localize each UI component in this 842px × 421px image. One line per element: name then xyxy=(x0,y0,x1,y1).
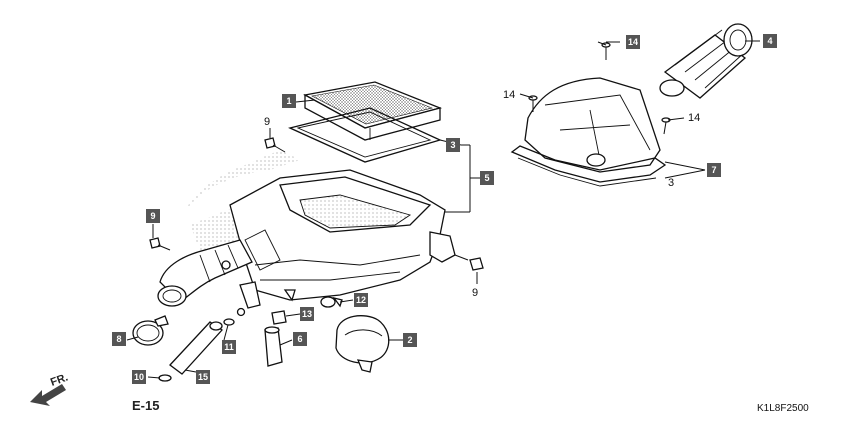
air-cleaner-case xyxy=(186,150,456,317)
leader-lines xyxy=(126,40,760,379)
callout-13: 13 xyxy=(300,307,314,321)
svg-text:3: 3 xyxy=(450,140,455,150)
callout-11: 11 xyxy=(222,340,236,354)
label-3-right: 3 xyxy=(668,177,674,189)
svg-text:7: 7 xyxy=(711,165,716,175)
screw-14-top xyxy=(601,42,611,60)
svg-text:11: 11 xyxy=(224,342,234,352)
svg-text:10: 10 xyxy=(134,372,144,382)
callout-3-left: 3 xyxy=(446,138,460,152)
intake-duct xyxy=(157,239,253,307)
chamber-2 xyxy=(335,315,390,373)
label-14-left: 14 xyxy=(503,89,515,101)
callout-12: 12 xyxy=(354,293,368,307)
callout-1: 1 xyxy=(282,94,296,108)
bolt-9-top xyxy=(264,137,286,153)
svg-text:9: 9 xyxy=(150,211,155,221)
svg-text:14: 14 xyxy=(628,37,638,47)
callout-4: 4 xyxy=(763,34,777,48)
fr-label: FR. xyxy=(49,371,70,388)
front-direction-arrow: FR. xyxy=(30,371,70,406)
callout-2: 2 xyxy=(403,333,417,347)
svg-text:12: 12 xyxy=(356,295,366,305)
svg-text:4: 4 xyxy=(767,36,772,46)
clamp-13 xyxy=(271,310,287,325)
callout-5: 5 xyxy=(480,171,494,185)
callout-14-top: 14 xyxy=(626,35,640,49)
svg-text:15: 15 xyxy=(198,372,208,382)
clamp-8 xyxy=(132,315,169,346)
callout-15: 15 xyxy=(196,370,210,384)
section-ref: E-15 xyxy=(132,398,159,413)
svg-text:8: 8 xyxy=(116,334,121,344)
drain-tube-15 xyxy=(169,321,223,375)
bolt-9-right xyxy=(454,254,484,271)
callout-10: 10 xyxy=(132,370,146,384)
svg-text:1: 1 xyxy=(286,96,291,106)
bolt-9-left xyxy=(149,237,171,251)
svg-text:13: 13 xyxy=(302,309,312,319)
svg-text:5: 5 xyxy=(484,173,489,183)
svg-text:2: 2 xyxy=(407,335,412,345)
inlet-tube xyxy=(659,23,753,99)
clip-11 xyxy=(223,318,235,326)
plug-6 xyxy=(264,326,283,367)
svg-text:6: 6 xyxy=(297,334,302,344)
clip-10 xyxy=(158,374,172,382)
clamp-12 xyxy=(320,296,343,308)
callout-6: 6 xyxy=(293,332,307,346)
label-14-right: 14 xyxy=(688,112,700,124)
callout-8: 8 xyxy=(112,332,126,346)
air-cleaner-cover xyxy=(510,77,667,187)
callout-7: 7 xyxy=(707,163,721,177)
label-9-right: 9 xyxy=(472,287,478,299)
callout-9-left: 9 xyxy=(146,209,160,223)
diagram-code: K1L8F2500 xyxy=(757,403,809,414)
label-9-top: 9 xyxy=(264,116,270,128)
